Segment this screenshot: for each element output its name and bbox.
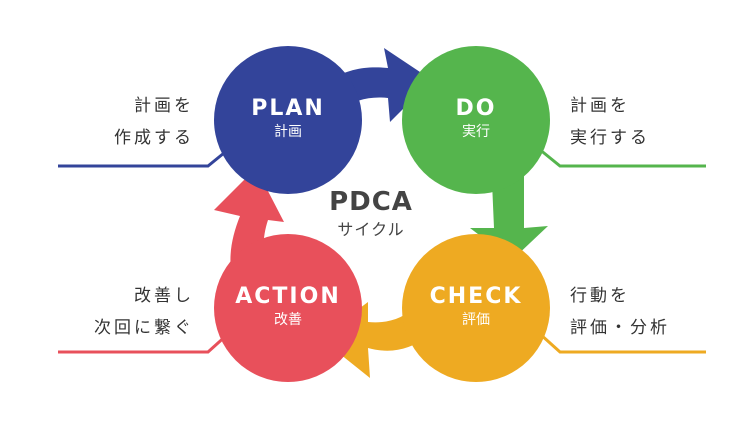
check-desc-line-2: 評価・分析 — [570, 318, 670, 338]
action-label: ACTION 改善 — [214, 284, 362, 330]
check-desc-line-1: 行動を — [570, 286, 630, 306]
action-subtitle: 改善 — [274, 312, 302, 328]
action-desc-line-2: 次回に繋ぐ — [94, 318, 194, 338]
plan-subtitle: 計画 — [274, 124, 302, 140]
center-subtitle: サイクル — [337, 220, 405, 239]
check-circle — [402, 234, 550, 382]
plan-description: 計画を 作成する — [60, 90, 194, 154]
action-desc-line-1: 改善し — [134, 286, 194, 306]
action-circle — [214, 234, 362, 382]
check-subtitle: 評価 — [462, 312, 490, 328]
do-title: DO — [455, 96, 497, 121]
do-label: DO 実行 — [402, 96, 550, 142]
do-description: 計画を 実行する — [570, 90, 720, 154]
check-description: 行動を 評価・分析 — [570, 280, 720, 344]
plan-desc-line-1: 計画を — [134, 96, 194, 116]
center-label: PDCA サイクル — [311, 186, 431, 242]
plan-circle — [214, 46, 362, 194]
do-circle — [402, 46, 550, 194]
plan-desc-line-2: 作成する — [114, 128, 194, 148]
check-title: CHECK — [429, 284, 523, 309]
do-desc-line-2: 実行する — [570, 128, 650, 148]
check-label: CHECK 評価 — [402, 284, 550, 330]
action-description: 改善し 次回に繋ぐ — [60, 280, 194, 344]
center-title: PDCA — [329, 187, 413, 217]
plan-title: PLAN — [251, 96, 325, 121]
plan-label: PLAN 計画 — [214, 96, 362, 142]
do-subtitle: 実行 — [462, 124, 490, 140]
action-title: ACTION — [235, 284, 341, 309]
do-desc-line-1: 計画を — [570, 96, 630, 116]
action-to-plan-arrow — [214, 168, 284, 276]
